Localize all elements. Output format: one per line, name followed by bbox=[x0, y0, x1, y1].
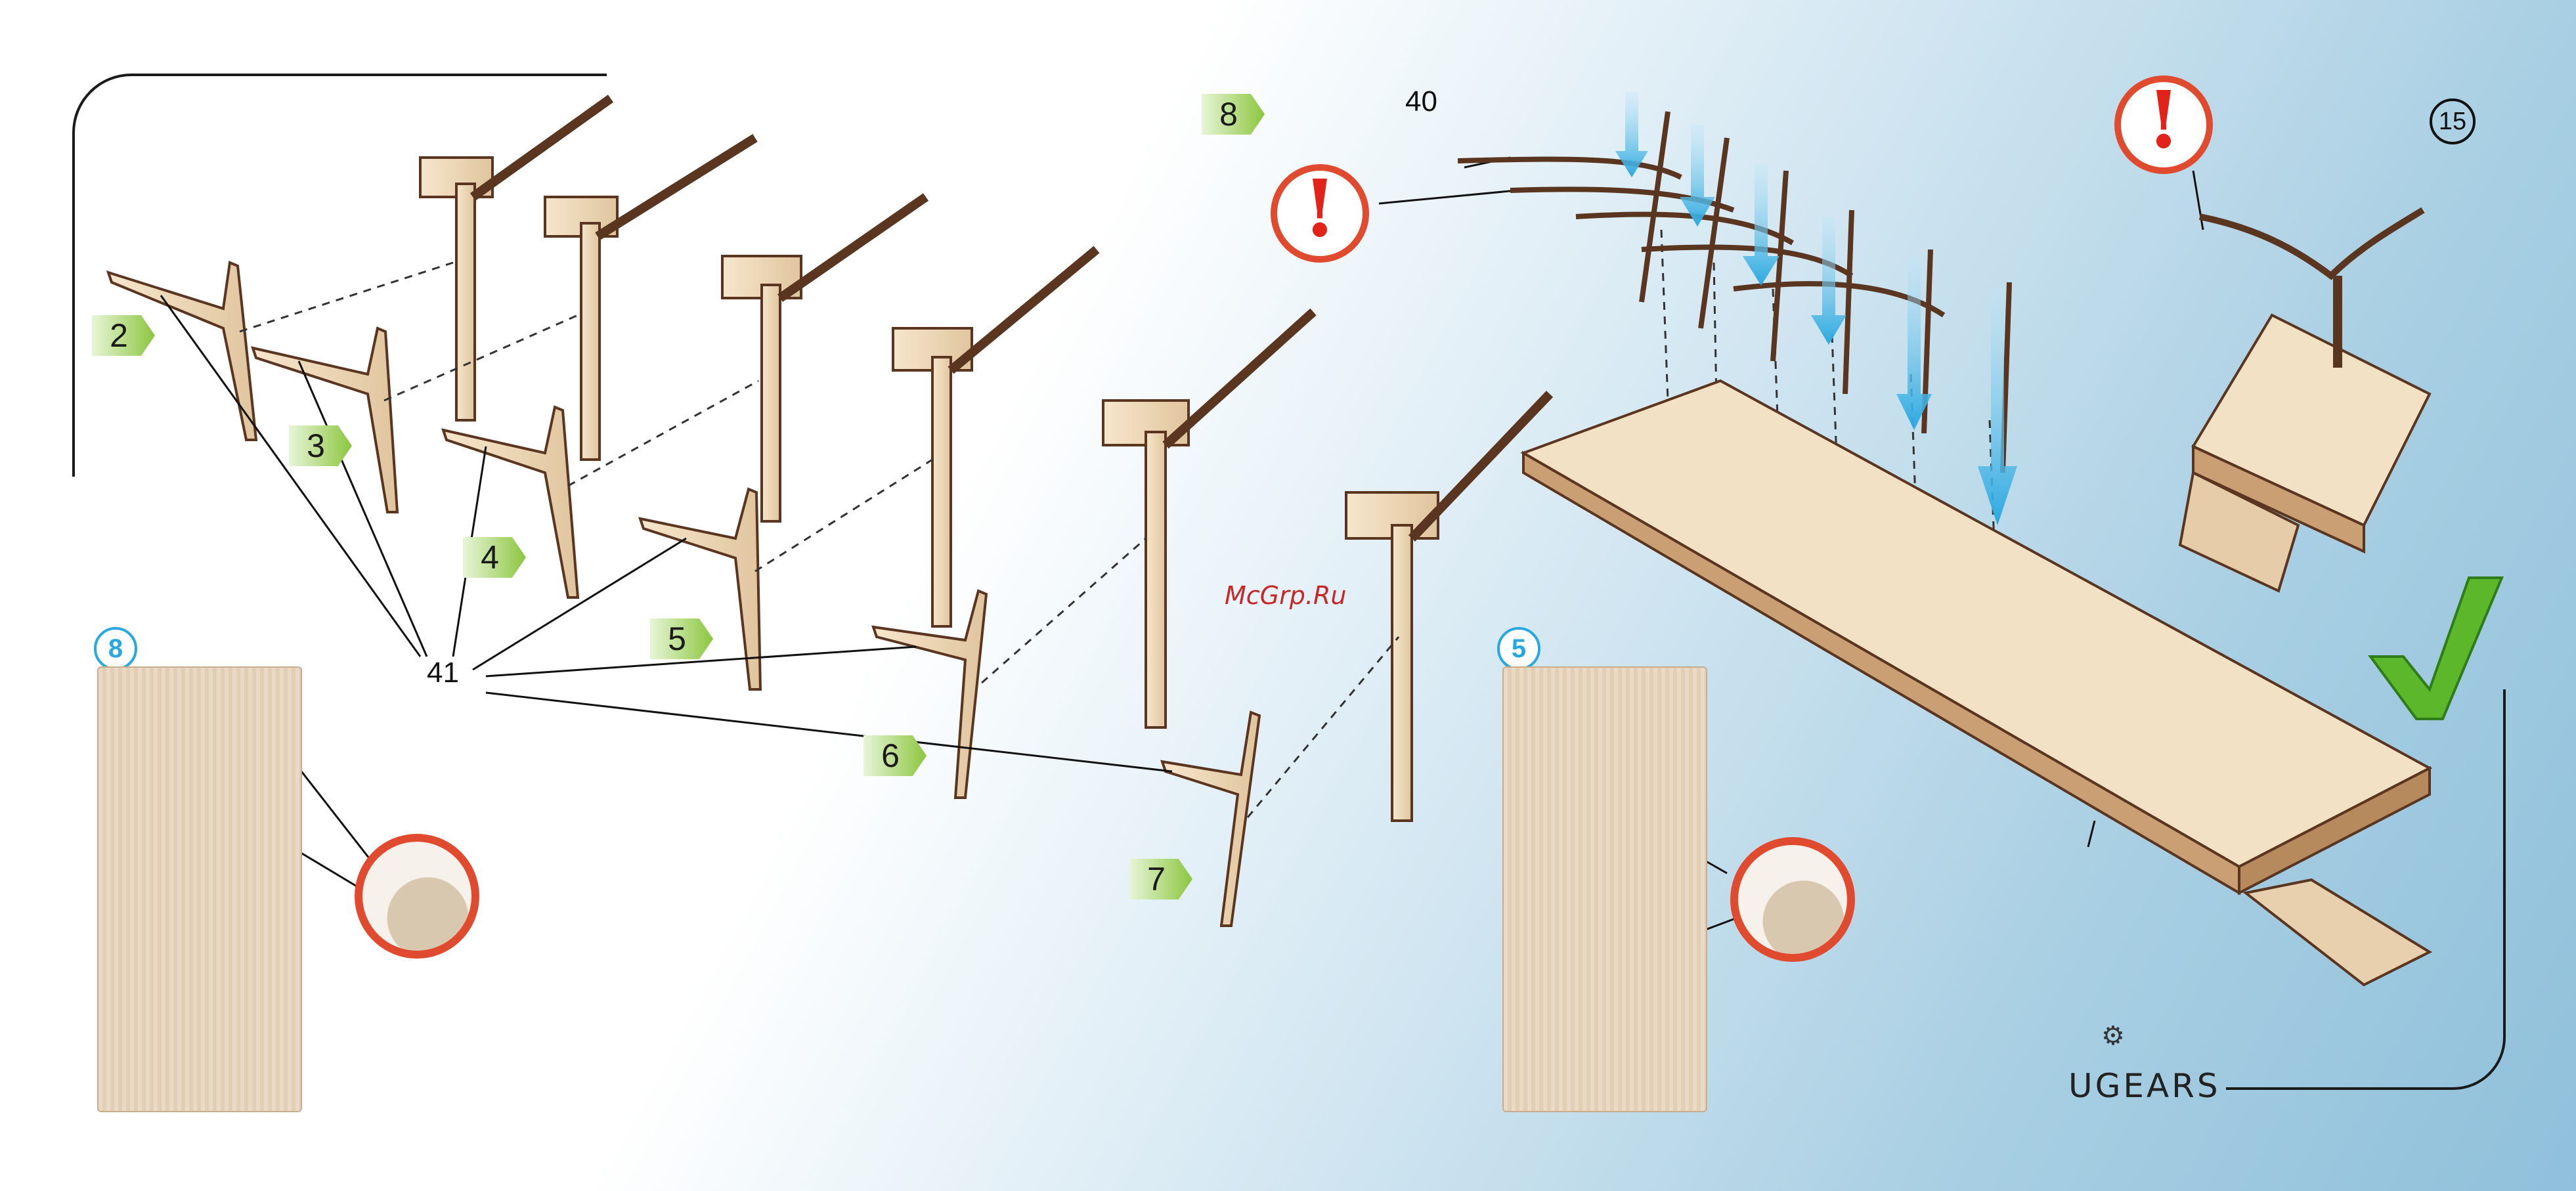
cutter-knife-icon bbox=[355, 834, 479, 959]
plywood-sheet-8 bbox=[97, 666, 302, 1112]
pillar-pieces bbox=[420, 98, 1550, 821]
plywood-sheet-5 bbox=[1502, 666, 1707, 1112]
part-number-41: 41 bbox=[427, 657, 459, 689]
watermark: McGrp.Ru bbox=[1225, 581, 1346, 610]
sheet-badge-5: 5 bbox=[1497, 627, 1540, 670]
page-number: 15 bbox=[2430, 98, 2476, 144]
warning-exclamation-icon: ! bbox=[1271, 164, 1369, 263]
finished-station-thumbnail bbox=[2180, 210, 2430, 591]
checkmark-icon bbox=[2370, 578, 2502, 719]
gear-logo-icon: ⚙ bbox=[2101, 1021, 2134, 1047]
sheet-badge-8: 8 bbox=[94, 627, 137, 670]
warning-exclamation-icon: ! bbox=[2114, 76, 2213, 174]
part-number-40: 40 bbox=[1405, 85, 1437, 118]
cutter-knife-icon bbox=[1730, 837, 1855, 962]
brand-logo-text: UGEARS bbox=[2068, 1067, 2221, 1105]
